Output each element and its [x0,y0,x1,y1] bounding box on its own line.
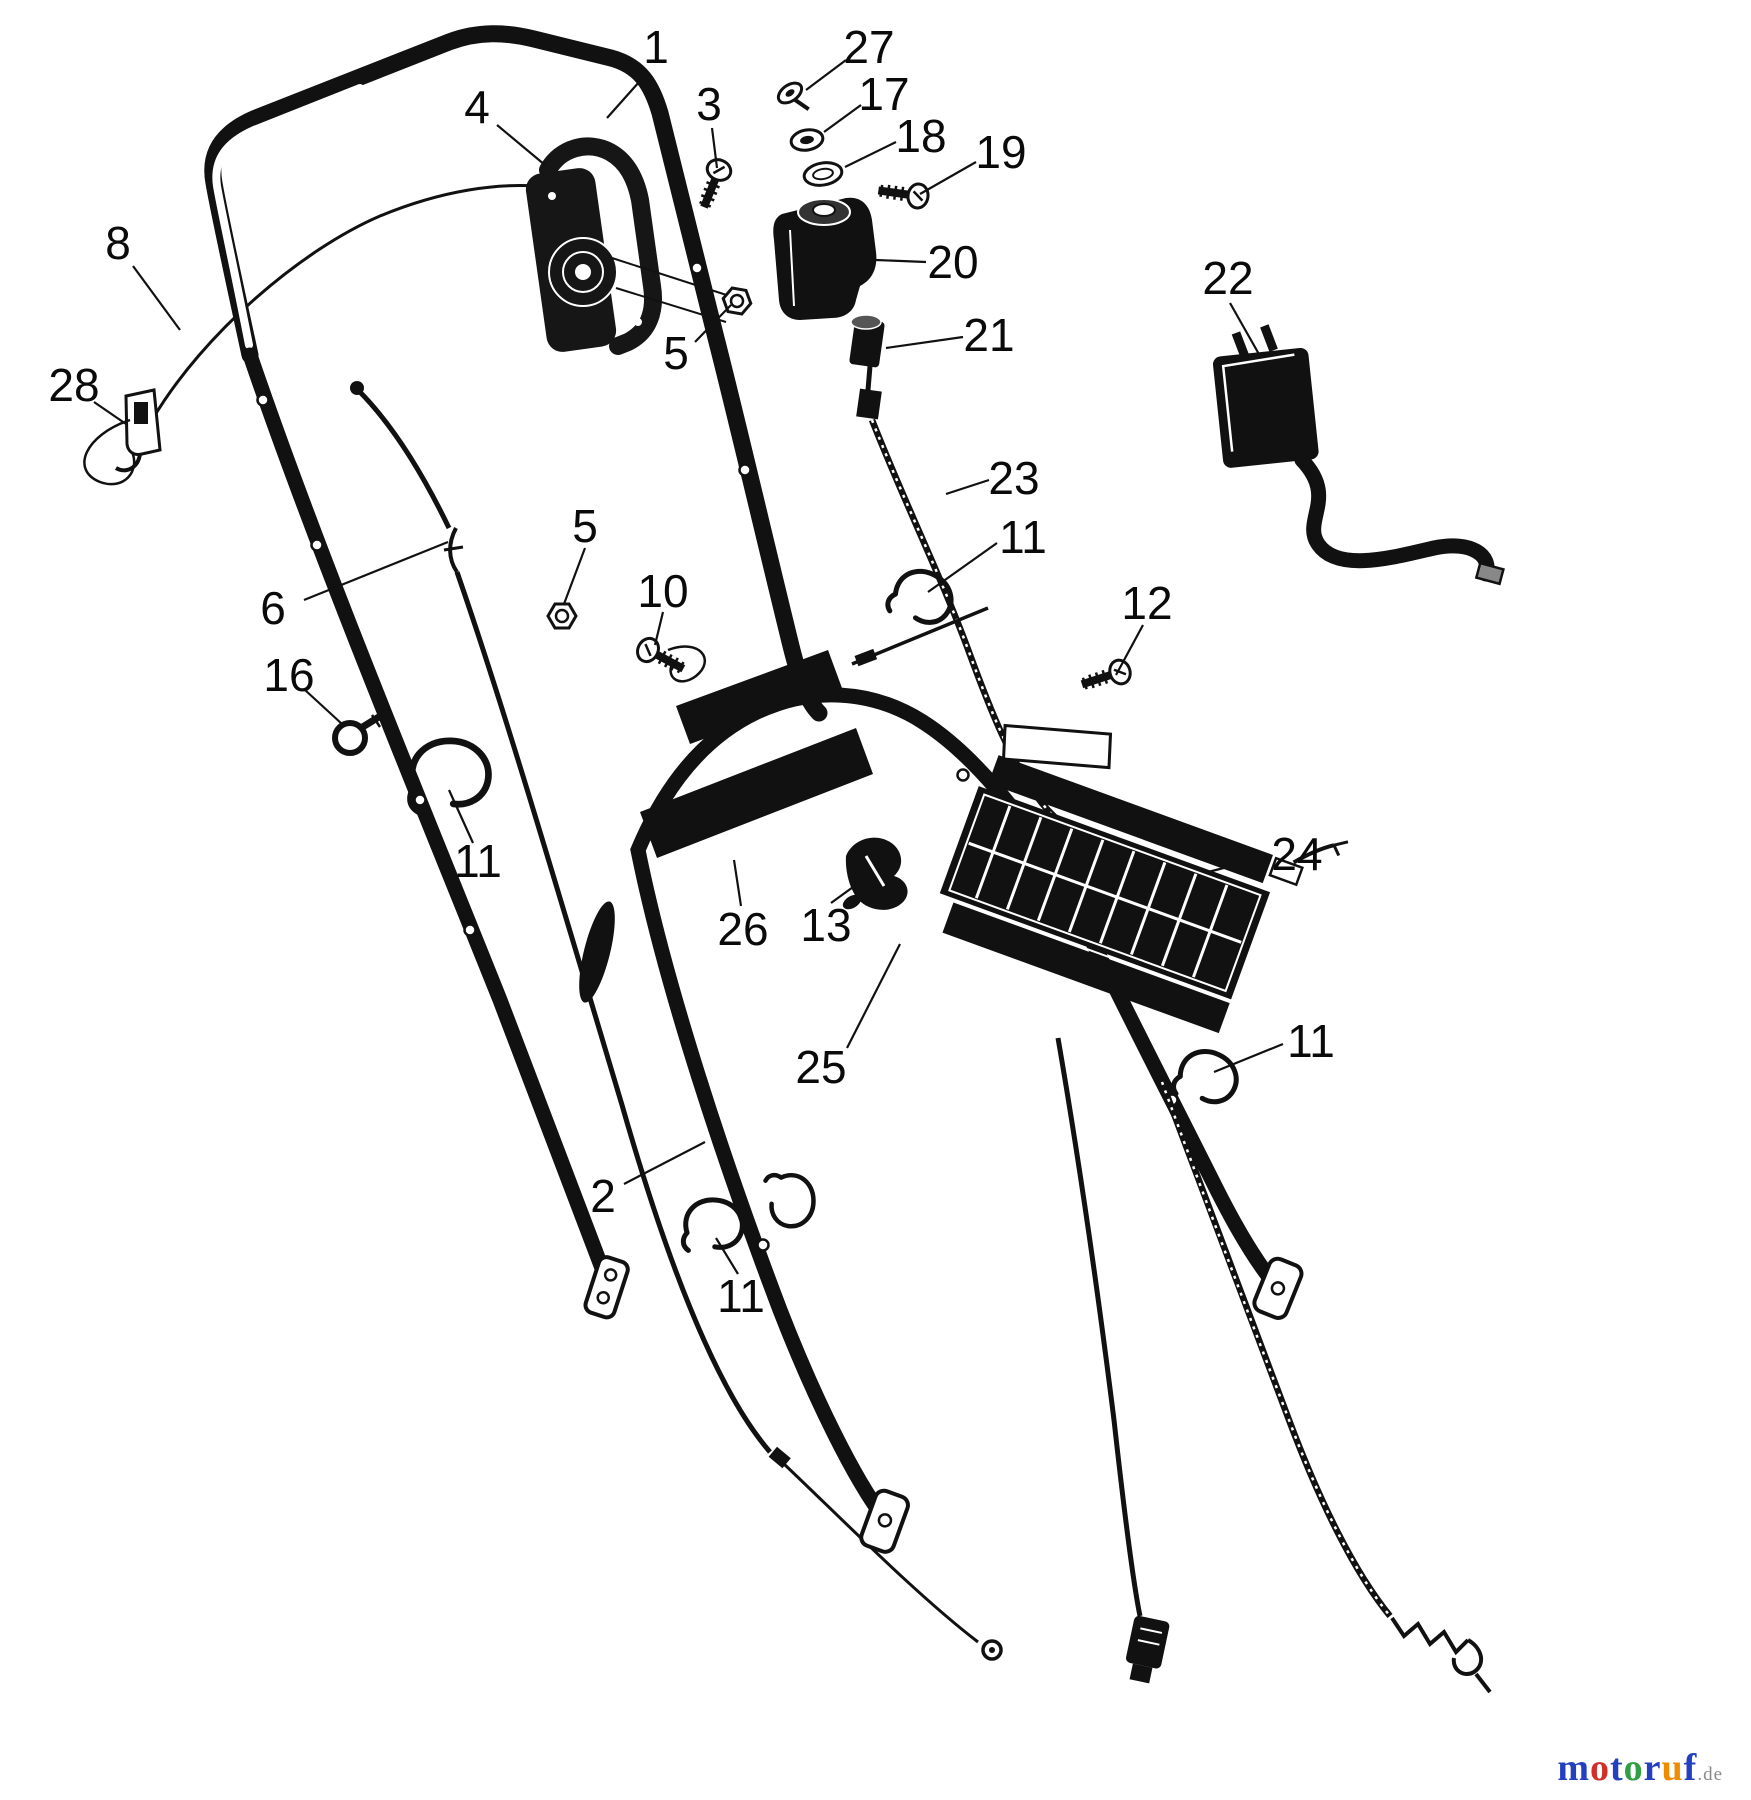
eye-bolt-16 [332,707,392,756]
harness-cable-plug [1055,1037,1170,1684]
battery-charger [1212,324,1505,586]
leader-lines [93,59,1284,1275]
wing-knob-13 [842,837,908,910]
charger-cable [1294,452,1495,582]
cap-17 [789,128,825,152]
cable-spring [1390,1616,1470,1656]
nut-5b [546,602,578,630]
clip-11a [883,561,961,639]
charger-plug [1474,561,1505,586]
control-panel-assembly [939,723,1349,1034]
watermark-letter: u [1661,1747,1684,1789]
watermark-word: motoruf [1557,1747,1697,1789]
handle-foot-left [583,1255,630,1320]
clip-11e [762,1173,816,1228]
watermark-suffix: .de [1697,1764,1723,1785]
charger-prong [1231,331,1250,359]
handle-foot-middle [859,1488,910,1554]
watermark-logo: motoruf.de [1557,1746,1723,1790]
fasteners [332,156,1133,756]
screw-10 [634,635,689,680]
washer-18 [802,161,844,187]
key-27 [776,81,810,111]
watermark-letter: m [1557,1747,1590,1789]
control-cable-6 [350,381,1003,1661]
drive-cable-lower [1158,1080,1492,1694]
upper-handle [204,25,828,1320]
watermark-letter: t [1609,1747,1624,1789]
lower-handle [630,687,1304,1554]
interlock-bracket [83,388,162,486]
watermark-letter: o [1589,1747,1610,1789]
watermark-letter: r [1643,1747,1662,1789]
panel-connector [1268,856,1304,887]
stop-cable-8 [150,184,557,421]
handle-trim-panels [640,650,873,858]
handle-foot-right [1252,1256,1304,1320]
watermark-letter: o [1623,1747,1644,1789]
charger-prong [1260,324,1278,352]
screw-3 [693,156,734,211]
bolt-12 [1078,657,1133,695]
cable-fitting-21 [849,314,885,420]
watermark-letter: f [1683,1747,1698,1789]
switch-housing-20 [773,197,877,320]
control-lever-assembly [525,137,743,355]
throttle-control-stack [773,81,885,420]
